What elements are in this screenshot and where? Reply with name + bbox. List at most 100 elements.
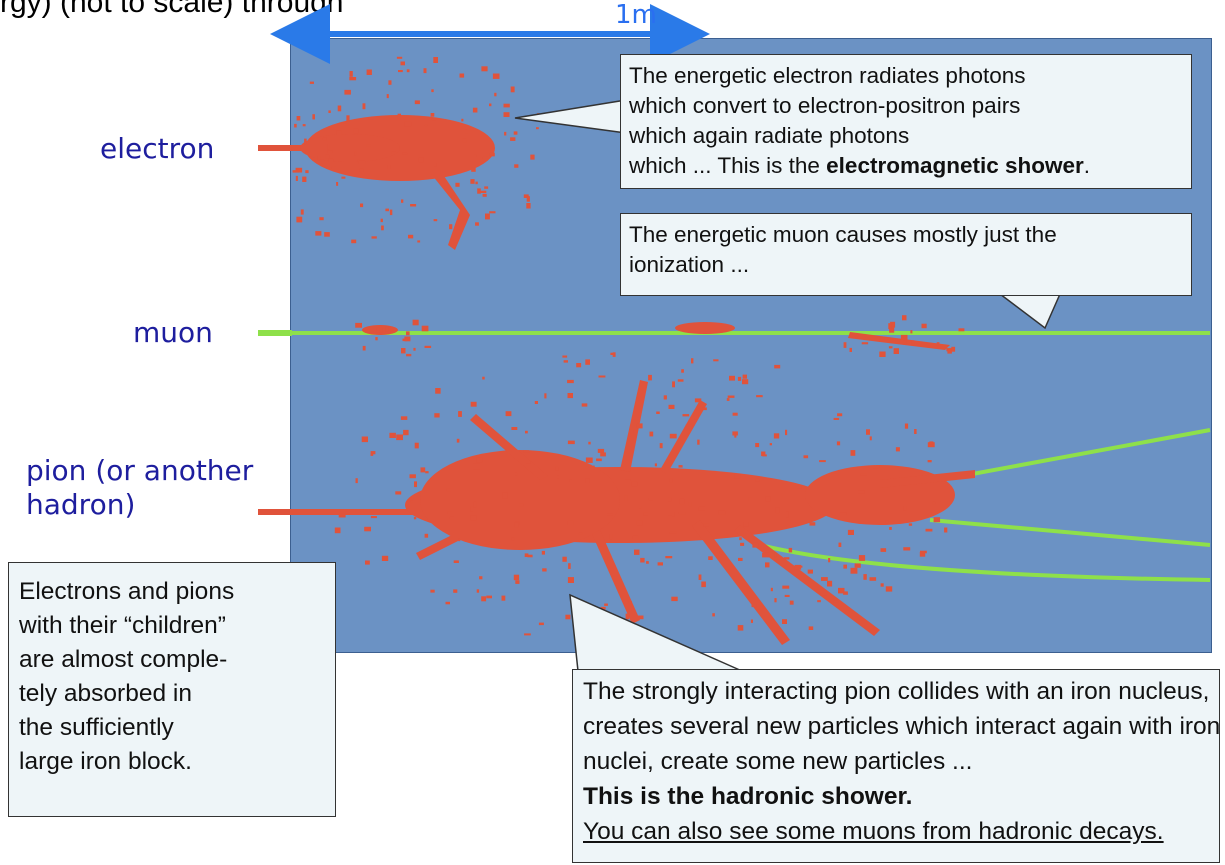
shower-fragment xyxy=(770,587,773,592)
shower-fragment xyxy=(947,348,952,354)
shower-fragment xyxy=(775,507,780,514)
shower-fragment xyxy=(598,375,606,378)
shower-fragment xyxy=(888,346,893,349)
shower-fragment xyxy=(646,561,649,564)
shower-fragment xyxy=(734,434,737,438)
shower-fragment xyxy=(849,347,852,352)
shower-fragment xyxy=(585,457,593,463)
shower-fragment xyxy=(843,564,847,569)
shower-fragment xyxy=(648,497,654,501)
shower-fragment xyxy=(903,547,911,551)
shower-fragment xyxy=(668,513,674,516)
shower-fragment xyxy=(513,131,518,135)
shower-fragment xyxy=(628,601,632,604)
shower-fragment xyxy=(743,521,749,527)
shower-fragment xyxy=(585,478,590,483)
shower-fragment xyxy=(625,613,630,620)
shower-fragment xyxy=(669,433,677,439)
shower-fragment xyxy=(765,496,771,502)
shower-fragment xyxy=(403,429,409,436)
shower-fragment xyxy=(817,600,821,603)
shower-fragment xyxy=(951,346,956,352)
shower-fragment xyxy=(774,364,781,369)
shower-fragment xyxy=(396,434,403,441)
shower-fragment xyxy=(434,413,440,418)
shower-fragment xyxy=(737,376,742,381)
shower-fragment xyxy=(341,176,346,179)
shower-fragment xyxy=(836,441,841,446)
shower-fragment xyxy=(389,432,396,438)
shower-fragment xyxy=(748,497,753,501)
shower-fragment xyxy=(433,219,438,222)
shower-fragment xyxy=(576,363,582,368)
shower-fragment xyxy=(752,542,759,548)
shower-fragment xyxy=(410,204,417,207)
shower-fragment xyxy=(679,498,685,505)
shower-fragment xyxy=(850,450,856,456)
shower-fragment xyxy=(702,407,707,411)
shower-fragment xyxy=(784,594,790,597)
shower-fragment xyxy=(510,137,516,141)
shower-fragment xyxy=(337,105,342,112)
shower-fragment xyxy=(355,509,360,513)
shower-fragment xyxy=(796,485,802,489)
shower-fragment xyxy=(486,595,492,599)
shower-fragment xyxy=(413,347,416,351)
shower-fragment xyxy=(474,154,477,158)
shower-fragment xyxy=(750,619,753,623)
shower-fragment xyxy=(727,395,735,398)
shower-fragment xyxy=(774,598,777,603)
abs-line-5: the sufficiently xyxy=(19,714,174,741)
shower-fragment xyxy=(470,515,477,521)
shower-fragment xyxy=(697,439,700,445)
shower-fragment xyxy=(694,416,699,420)
shower-fragment xyxy=(435,388,441,394)
shower-fragment xyxy=(769,443,772,446)
shower-fragment xyxy=(671,596,678,602)
shower-fragment xyxy=(789,600,794,605)
shower-fragment xyxy=(530,154,535,160)
shower-fragment xyxy=(843,591,848,595)
shower-fragment xyxy=(511,427,518,430)
shower-fragment xyxy=(606,513,614,516)
shower-fragment xyxy=(417,240,421,243)
shower-fragment xyxy=(376,327,383,333)
shower-fragment xyxy=(866,429,870,435)
shower-fragment xyxy=(418,157,424,163)
shower-fragment xyxy=(503,112,510,117)
shower-fragment xyxy=(385,326,389,332)
shower-fragment xyxy=(458,411,462,417)
shower-fragment xyxy=(518,503,524,507)
shower-fragment xyxy=(370,516,377,519)
shower-fragment xyxy=(513,574,520,581)
shower-fragment xyxy=(424,124,428,127)
shower-fragment xyxy=(624,495,628,501)
shower-fragment xyxy=(739,537,742,541)
shower-fragment xyxy=(477,188,481,194)
shower-fragment xyxy=(677,379,684,382)
shower-fragment xyxy=(756,395,763,398)
shower-fragment xyxy=(515,580,520,584)
had-line-4: This is the hadronic shower. xyxy=(583,783,913,810)
shower-fragment xyxy=(742,379,749,385)
hadronic-callout: The strongly interacting pion collides w… xyxy=(572,669,1220,863)
electromagnetic-callout: The energetic electron radiates photons … xyxy=(620,54,1192,189)
shower-fragment xyxy=(732,431,738,436)
shower-fragment xyxy=(738,557,743,561)
shower-fragment xyxy=(309,81,314,84)
abs-line-6: large iron block. xyxy=(19,748,192,775)
electromagnetic-shower xyxy=(300,115,495,250)
shower-fragment xyxy=(592,465,595,470)
shower-fragment xyxy=(820,591,827,596)
shower-fragment xyxy=(409,474,416,479)
shower-fragment xyxy=(654,463,657,467)
shower-fragment xyxy=(476,589,480,593)
shower-fragment xyxy=(800,565,803,568)
shower-fragment xyxy=(473,501,477,508)
shower-fragment xyxy=(807,569,813,574)
shower-fragment xyxy=(312,114,315,120)
shower-fragment xyxy=(471,167,476,172)
shower-fragment xyxy=(414,442,419,449)
shower-fragment xyxy=(672,381,675,388)
shower-fragment xyxy=(361,436,368,443)
